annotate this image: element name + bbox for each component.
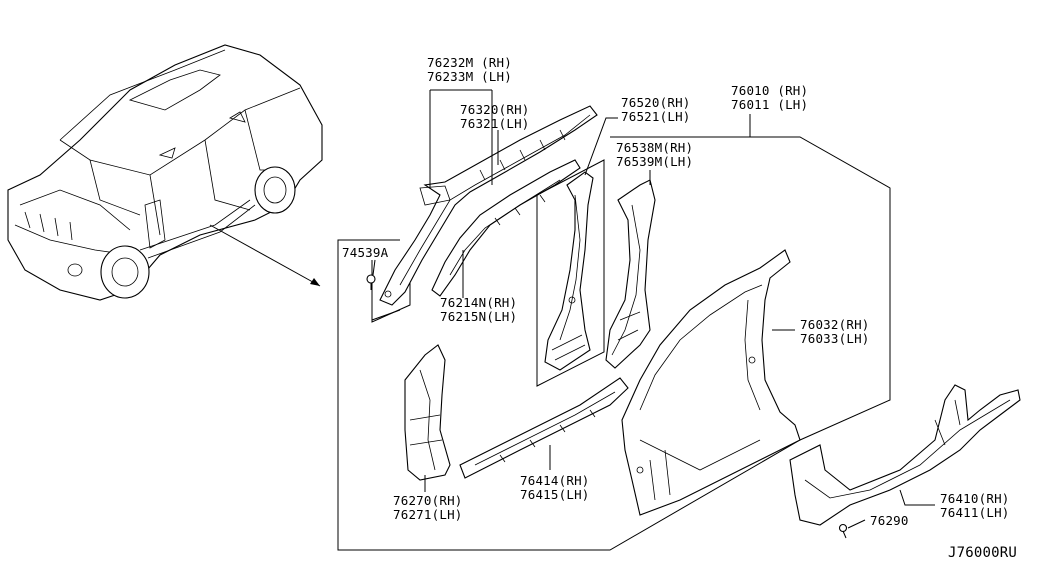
label-76033-lh: 76033(LH)	[800, 331, 870, 346]
a-pillar-reinforcement-part	[431, 159, 581, 297]
clip-fastener	[366, 274, 376, 290]
label-76520-rh: 76520(RH)	[621, 95, 691, 110]
leader-lines	[372, 89, 935, 529]
vehicle-illustration	[7, 44, 323, 301]
label-76011-lh: 76011 (LH)	[731, 97, 808, 112]
center-pillar-part	[544, 171, 594, 371]
label-76233M-lh: 76233M (LH)	[427, 69, 512, 84]
sill-clip-fastener	[838, 523, 848, 539]
label-76538M-rh: 76538M(RH)	[616, 140, 693, 155]
part-labels: 76232M (RH) 76233M (LH) 76320(RH) 76321(…	[342, 55, 1017, 561]
label-76215N-lh: 76215N(LH)	[440, 309, 517, 324]
label-76032-rh: 76032(RH)	[800, 317, 870, 332]
label-76290: 76290	[870, 513, 909, 528]
label-76414-rh: 76414(RH)	[520, 473, 590, 488]
label-76232M-rh: 76232M (RH)	[427, 55, 512, 70]
label-76539M-lh: 76539M(LH)	[616, 154, 693, 169]
label-76415-lh: 76415(LH)	[520, 487, 590, 502]
label-76410-rh: 76410(RH)	[940, 491, 1010, 506]
sill-inner-part	[459, 377, 629, 479]
label-76214N-rh: 76214N(RH)	[440, 295, 517, 310]
label-76270-rh: 76270(RH)	[393, 493, 463, 508]
label-76321-lh: 76321(LH)	[460, 116, 530, 131]
roof-rail-front-part	[379, 105, 598, 306]
center-pillar-frame	[536, 159, 605, 387]
label-76271-lh: 76271(LH)	[393, 507, 463, 522]
diagram-code: J76000RU	[948, 545, 1017, 561]
front-pillar-lower-part	[404, 344, 451, 481]
sill-outer-part	[789, 384, 1021, 526]
label-76010-rh: 76010 (RH)	[731, 83, 808, 98]
label-74539A: 74539A	[342, 245, 389, 260]
body-side-outer-part	[621, 249, 801, 516]
label-76411-lh: 76411(LH)	[940, 505, 1010, 520]
label-76521-lh: 76521(LH)	[621, 109, 691, 124]
center-pillar-inner-part	[605, 179, 656, 369]
fastener-group-frame	[371, 260, 411, 323]
label-76320-rh: 76320(RH)	[460, 102, 530, 117]
